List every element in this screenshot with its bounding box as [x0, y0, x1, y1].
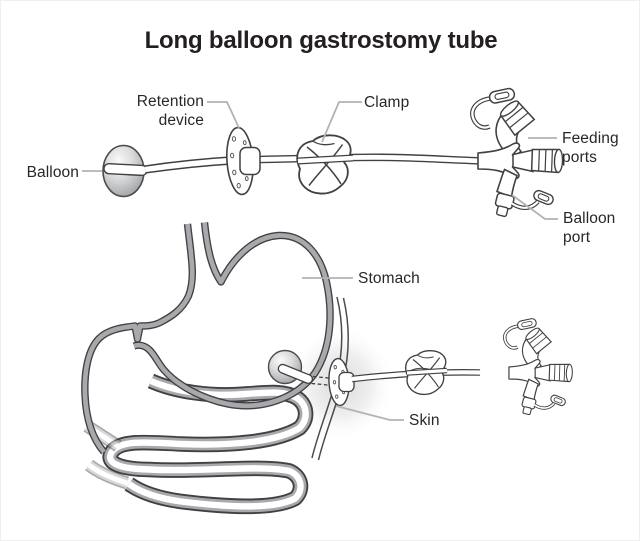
label-clamp: Clamp	[364, 94, 410, 111]
label-stomach: Stomach	[358, 270, 420, 287]
retention-hub-small	[338, 371, 355, 393]
stomach-outline	[81, 222, 334, 455]
label-feeding-ports: Feeding ports	[562, 130, 619, 166]
label-skin: Skin	[409, 412, 440, 429]
clamp-shape	[296, 134, 352, 195]
pointer-skin	[335, 405, 404, 421]
label-balloon: Balloon	[26, 164, 79, 181]
tube-tip	[103, 162, 148, 177]
tube-tip-internal	[277, 363, 314, 384]
anatomy-diagram	[81, 222, 575, 515]
feeding-tube	[144, 153, 480, 174]
pointer-lines	[82, 101, 558, 421]
pointer-balloon-port	[511, 194, 558, 220]
dashed-tube-lines	[311, 375, 335, 387]
y-connector-shape-small	[503, 316, 575, 418]
label-balloon-port: Balloon port	[563, 210, 616, 246]
pointer-clamp	[321, 101, 362, 143]
page-title: Long balloon gastrostomy tube	[144, 27, 498, 54]
pointer-retention-device	[207, 101, 240, 129]
retention-hub	[239, 146, 261, 176]
device-diagram	[102, 88, 563, 218]
label-retention-device: Retention device	[136, 93, 204, 129]
